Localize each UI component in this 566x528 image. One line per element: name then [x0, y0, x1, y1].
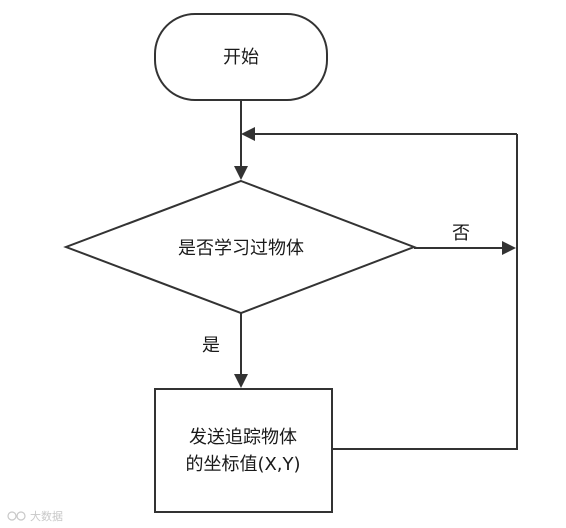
start-node-label: 开始 — [223, 47, 259, 68]
watermark-text: 大数据 — [30, 509, 63, 523]
action-node-label-line2: 的坐标值(X,Y) — [185, 454, 300, 475]
action-node-shape — [154, 388, 333, 513]
action-node-label-line1: 发送追踪物体 — [189, 427, 297, 448]
decision-node: 是否学习过物体 — [63, 179, 417, 315]
edge-no-label: 否 — [452, 223, 470, 244]
watermark-logo-icon — [7, 511, 26, 521]
decision-node-label: 是否学习过物体 — [178, 238, 304, 259]
edge-yes-label: 是 — [202, 335, 220, 356]
action-node: 发送追踪物体 的坐标值(X,Y) — [154, 388, 333, 513]
start-node: 开始 — [154, 13, 328, 101]
watermark: 大数据 — [7, 509, 63, 523]
